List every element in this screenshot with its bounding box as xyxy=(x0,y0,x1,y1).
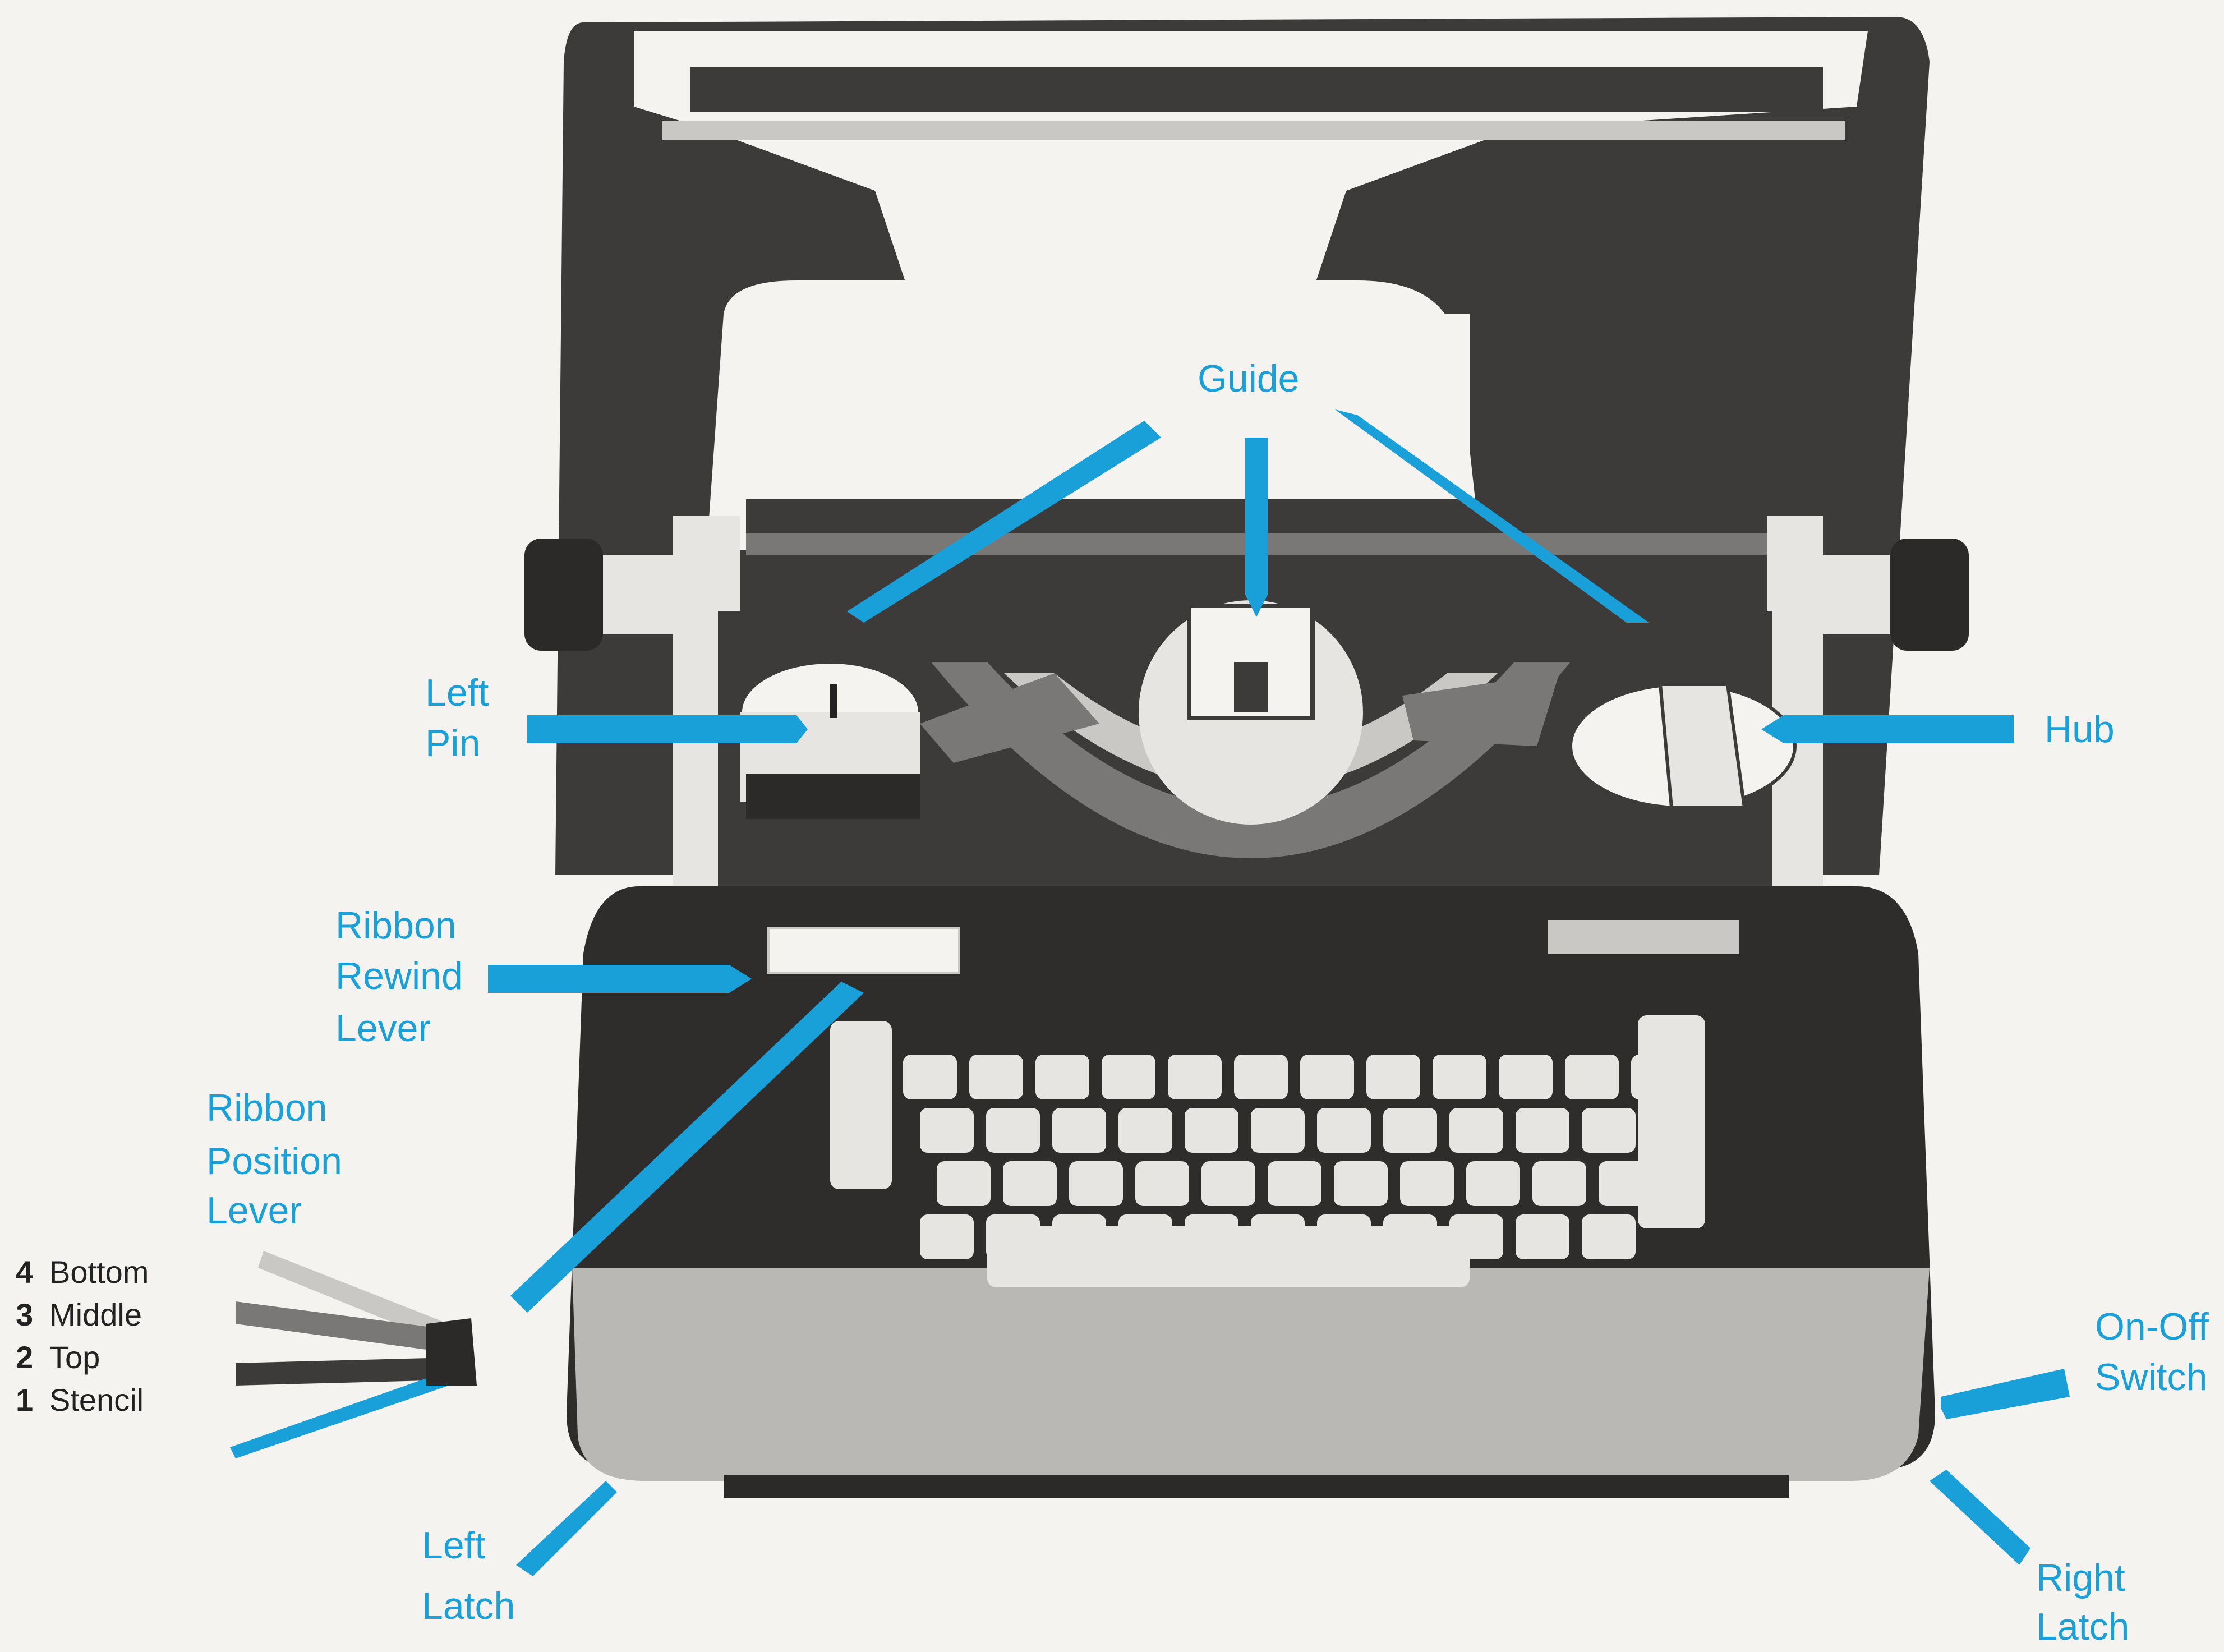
on-off-pointer xyxy=(1941,1369,2070,1419)
key xyxy=(1118,1108,1172,1153)
ribbon-position-label-line3: Lever xyxy=(206,1185,302,1236)
key xyxy=(986,1108,1040,1153)
ribbon-rewind-label-line1: Ribbon xyxy=(335,900,457,951)
ribbon-rewind-pointer xyxy=(488,965,752,993)
left-knob-shaft xyxy=(603,555,676,634)
key xyxy=(1102,1055,1155,1099)
guide-pointer-center xyxy=(1245,438,1268,617)
position-number: 2 xyxy=(16,1336,49,1379)
right-latch-pointer xyxy=(1930,1470,2030,1565)
left-platen-knob xyxy=(524,539,603,651)
bottom-plinth xyxy=(724,1475,1789,1498)
hub-clip xyxy=(1660,684,1744,808)
left-latch-label-line2: Latch xyxy=(422,1581,515,1631)
space-bar xyxy=(987,1226,1470,1287)
ribbon-rewind-label-line2: Rewind xyxy=(335,951,463,1001)
key xyxy=(1582,1108,1636,1153)
lid-rim xyxy=(662,121,1845,140)
right-knob-shaft xyxy=(1823,555,1890,634)
key xyxy=(1052,1108,1106,1153)
front-panel xyxy=(572,1268,1930,1481)
on-off-switch-plate xyxy=(1548,920,1739,954)
key xyxy=(1135,1161,1189,1206)
key xyxy=(1449,1108,1503,1153)
right-platen-knob xyxy=(1890,539,1969,651)
left-pin-label-line1: Left xyxy=(425,668,489,718)
lever-pos-middle xyxy=(236,1301,449,1352)
key xyxy=(1201,1161,1255,1206)
hub-pointer xyxy=(1761,715,2014,743)
lever-pos-top xyxy=(236,1358,449,1386)
ribbon-position-label-line2: Position xyxy=(206,1136,342,1186)
key xyxy=(1300,1055,1354,1099)
ribbon-position-label-line1: Ribbon xyxy=(206,1083,328,1133)
key xyxy=(1383,1108,1437,1153)
key xyxy=(1003,1161,1057,1206)
key xyxy=(1168,1055,1222,1099)
lever-pos-stencil xyxy=(230,1374,449,1458)
key xyxy=(937,1161,991,1206)
key xyxy=(1234,1055,1288,1099)
position-name: Stencil xyxy=(49,1382,144,1418)
lid-band xyxy=(690,67,1823,112)
left-pin-pointer xyxy=(527,715,808,743)
position-name: Middle xyxy=(49,1297,142,1332)
ribbon-rewind-label-line3: Lever xyxy=(335,1003,431,1053)
key xyxy=(1035,1055,1089,1099)
left-latch-label-line1: Left xyxy=(422,1520,485,1571)
type-guide-center xyxy=(1234,662,1268,712)
left-pin-marker xyxy=(830,684,837,718)
key xyxy=(1069,1161,1123,1206)
key xyxy=(920,1108,974,1153)
key xyxy=(969,1055,1023,1099)
key xyxy=(1268,1161,1321,1206)
key xyxy=(903,1055,957,1099)
key xyxy=(1185,1108,1238,1153)
right-latch-label-line2: Latch xyxy=(2036,1602,2129,1652)
on-off-label-line2: Switch xyxy=(2095,1352,2207,1402)
left-spool-base xyxy=(746,774,920,819)
position-name: Bottom xyxy=(49,1254,149,1290)
key xyxy=(1400,1161,1454,1206)
left-shift-column xyxy=(830,1021,892,1189)
ribbon-rewind-lever xyxy=(768,928,959,973)
position-name: Top xyxy=(49,1340,100,1375)
position-number: 1 xyxy=(16,1379,49,1421)
position-number: 3 xyxy=(16,1294,49,1336)
key xyxy=(1516,1108,1569,1153)
key xyxy=(1433,1055,1486,1099)
right-latch-label-line1: Right xyxy=(2036,1553,2125,1603)
key xyxy=(1317,1108,1371,1153)
key xyxy=(1366,1055,1420,1099)
on-off-label-line1: On-Off xyxy=(2095,1301,2209,1352)
guide-label: Guide xyxy=(1198,353,1299,404)
hub-label: Hub xyxy=(2045,704,2115,754)
right-shift-column xyxy=(1638,1015,1705,1228)
key xyxy=(1499,1055,1553,1099)
lever-knob xyxy=(426,1318,477,1386)
key xyxy=(1334,1161,1388,1206)
left-pin-label-line2: Pin xyxy=(425,718,480,769)
key xyxy=(1516,1214,1569,1259)
key xyxy=(1251,1108,1305,1153)
key xyxy=(1582,1214,1636,1259)
key xyxy=(1466,1161,1520,1206)
left-latch-pointer xyxy=(516,1481,617,1576)
key xyxy=(920,1214,974,1259)
position-number: 4 xyxy=(16,1251,49,1294)
key xyxy=(1565,1055,1619,1099)
key xyxy=(1532,1161,1586,1206)
